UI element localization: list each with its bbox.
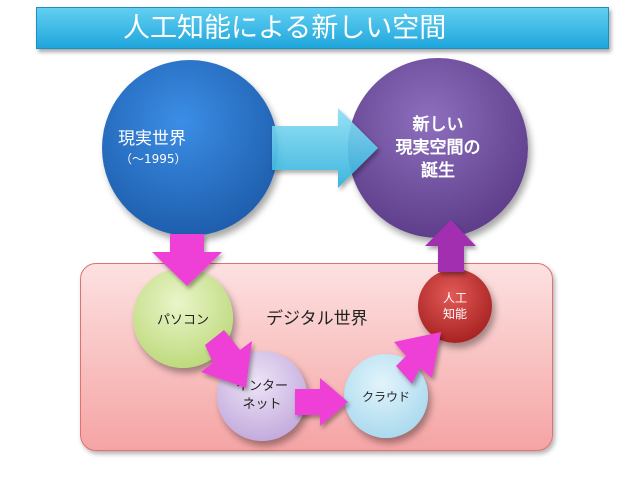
arrow-internet-to-cloud	[295, 378, 348, 426]
digital-world-label: デジタル世界	[266, 309, 368, 329]
new-space-line-3: 誕生	[421, 161, 455, 181]
internet-line-1: インター	[235, 379, 288, 394]
arrow-ai-to-new-space	[425, 220, 476, 272]
new-space-line-1: 新しい	[412, 115, 464, 135]
new-space-circle: 新しい 現実空間の 誕生	[348, 58, 528, 238]
arrow-real-to-pc	[152, 234, 222, 286]
title-banner: 人工知能による新しい空間	[36, 7, 609, 49]
main-arrow	[272, 108, 378, 188]
arrow-cloud-to-ai	[394, 332, 441, 384]
real-world-label: 現実世界	[118, 129, 186, 149]
new-space-line-2: 現実空間の	[395, 138, 481, 158]
ai-circle: 人工 知能	[418, 269, 492, 343]
real-world-period: （〜1995）	[120, 152, 187, 166]
ai-line-2: 知能	[442, 307, 467, 321]
internet-line-2: ネット	[242, 397, 282, 412]
ai-line-1: 人工	[442, 291, 467, 305]
arrow-pc-to-internet	[201, 330, 252, 388]
pc-label: パソコン	[156, 312, 209, 328]
real-world-circle: 現実世界 （〜1995）	[102, 60, 278, 236]
page-title: 人工知能による新しい空間	[123, 13, 447, 44]
cloud-label: クラウド	[361, 389, 410, 404]
